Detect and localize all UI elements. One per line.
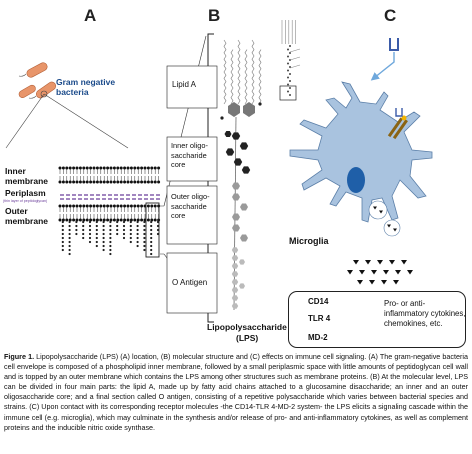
inner-core-label: Inner oligo-saccharide core — [171, 141, 208, 169]
bacterium-icon — [18, 84, 36, 98]
periplasm-label: Periplasm — [5, 188, 46, 198]
outer-core-label: Outer oligo-saccharide core — [171, 192, 210, 220]
microglia-cell — [289, 81, 433, 223]
o-antigen-box — [166, 252, 218, 314]
o-antigen-label: O Antigen — [172, 278, 208, 287]
tlr4-receptor-icon — [387, 117, 408, 140]
legend-cytokines-label: Pro- or anti-inflammatory cytokines, che… — [384, 299, 466, 328]
cd14-icon — [395, 108, 403, 117]
inner-membrane-label: Inner membrane — [5, 166, 48, 186]
caption-label: Figure 1. — [4, 352, 35, 361]
caption-text: Lipopolysaccharide (LPS) (A) location, (… — [4, 352, 468, 432]
zoom-line — [5, 93, 45, 149]
microglia-label: Microglia — [289, 236, 329, 246]
legend-tlr4-label: TLR 4 — [308, 314, 331, 323]
inner-membrane-bilayer — [58, 166, 161, 184]
signal-arrow — [370, 52, 395, 81]
lps-highlight-box — [145, 202, 160, 258]
zoom-line — [43, 93, 129, 149]
cd14-icon — [389, 38, 399, 51]
outer-membrane-bilayer — [58, 204, 161, 222]
lipid-a-box — [166, 65, 218, 109]
lps-molecule-small — [281, 20, 301, 96]
figure-caption: Figure 1. Lipopolysaccharide (LPS) (A) l… — [4, 352, 468, 433]
panel-a-letter: A — [84, 6, 97, 25]
released-cytokines — [347, 260, 413, 285]
periplasm-note: (thin layer of peptidoglycan) — [3, 199, 48, 203]
legend-md2-label: MD-2 — [308, 333, 328, 342]
gram-negative-label: Gram negative bacteria — [56, 77, 116, 97]
panel-c-letter: C — [384, 6, 397, 25]
lps-title: Lipopolysaccharide — [207, 322, 287, 332]
panel-b-letter: B — [208, 6, 221, 25]
inner-core-box — [166, 136, 218, 182]
legend-cd14-label: CD14 — [308, 297, 329, 306]
vesicle — [368, 200, 388, 220]
lps-molecule — [220, 102, 262, 311]
lps-abbrev: (LPS) — [236, 333, 259, 343]
vesicle — [383, 219, 401, 237]
outer-core-box — [166, 185, 218, 245]
legend-box — [288, 291, 466, 348]
lipid-a-label: Lipid A — [172, 80, 197, 89]
bacterium-icon — [18, 62, 48, 78]
nucleus — [347, 167, 365, 193]
md2-icon — [401, 115, 407, 121]
fatty-acid-chains — [223, 39, 262, 105]
lps-chains — [61, 220, 160, 256]
outer-membrane-label: Outer membrane — [5, 206, 48, 226]
